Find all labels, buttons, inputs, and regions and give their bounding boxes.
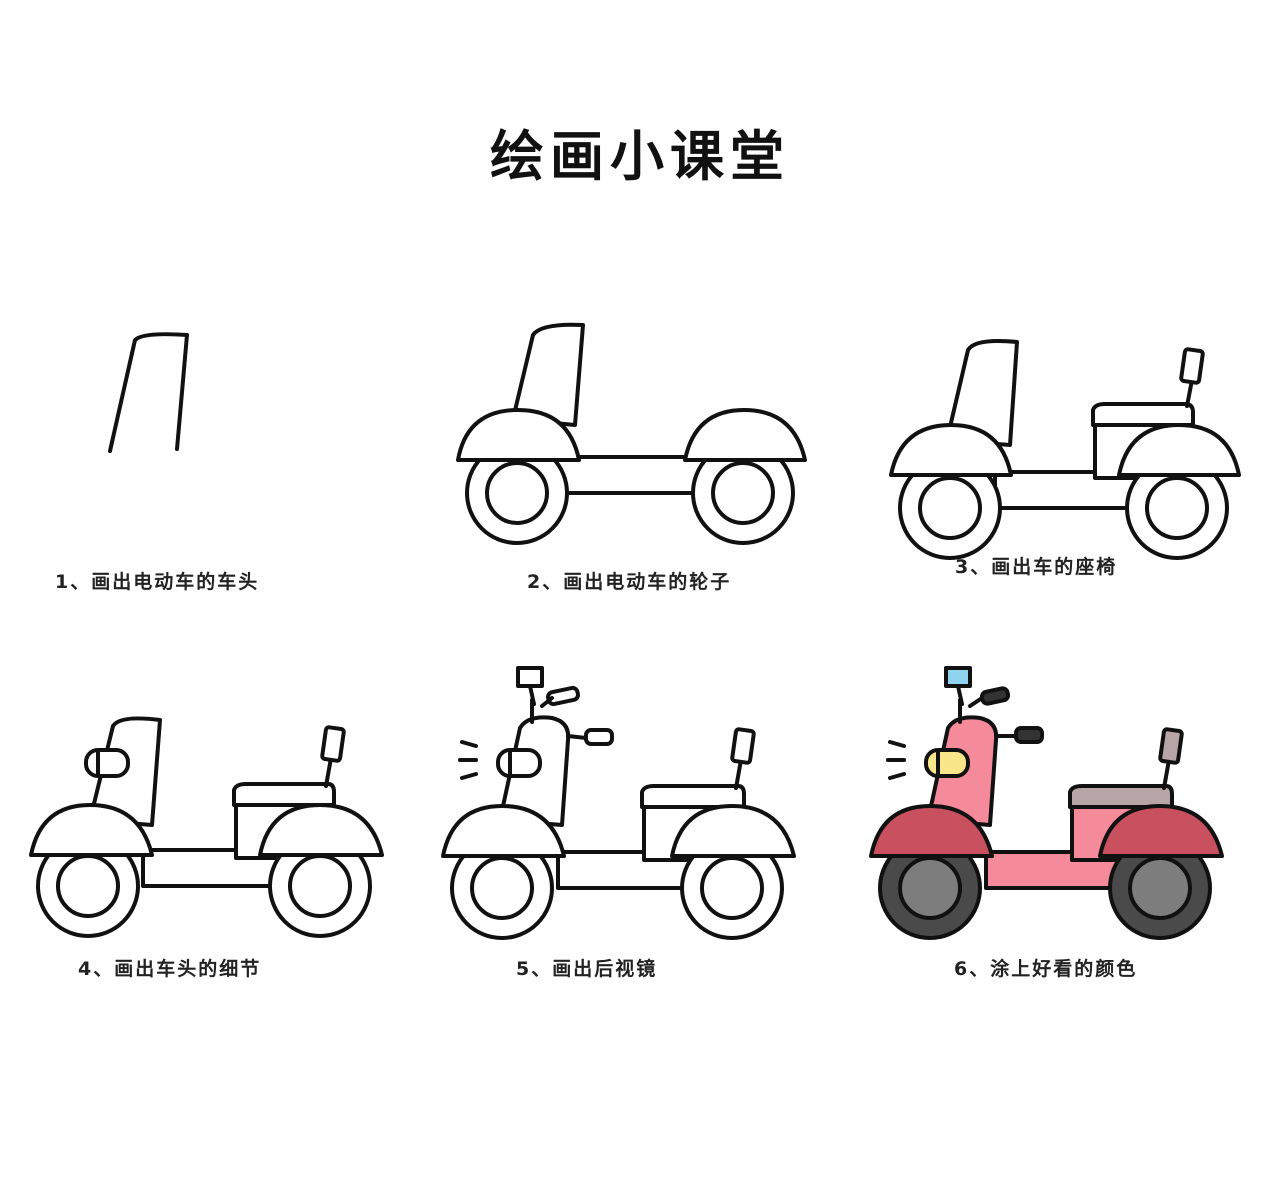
- rear-fender: [258, 803, 384, 857]
- headlight: [84, 748, 130, 778]
- light-ray-3: [460, 772, 478, 780]
- seat-cushion: [1091, 402, 1195, 427]
- step-3: 3、画出车的座椅: [885, 330, 1280, 630]
- front-fender: [869, 804, 994, 858]
- rear-fender: [683, 408, 807, 462]
- step-5-caption: 5、画出后视镜: [516, 958, 658, 980]
- rear-wheel-hub: [700, 856, 764, 920]
- handle-link-1: [540, 696, 554, 708]
- step-3-drawing: [889, 339, 1241, 560]
- handle-2: [1014, 726, 1044, 744]
- light-ray-1: [888, 740, 906, 748]
- front-fender: [441, 804, 566, 858]
- handle-2: [584, 728, 614, 746]
- mirror-1: [516, 666, 544, 688]
- page-title: 绘画小课堂: [490, 125, 790, 188]
- light-ray-3: [888, 772, 906, 780]
- seat-cushion: [232, 782, 336, 807]
- step-2-drawing: [456, 322, 807, 545]
- front-wheel-hub: [56, 854, 120, 918]
- rear-wheel-hub: [288, 854, 352, 918]
- scooter-front-outline: [108, 332, 189, 453]
- rear-plate: [730, 727, 756, 765]
- scooter-frame: [553, 455, 707, 495]
- rear-post: [1185, 378, 1194, 408]
- mirror-1: [944, 666, 972, 688]
- step-4: 4、画出车头的细节: [28, 710, 428, 1010]
- front-fender: [456, 408, 581, 462]
- scooter-front-body: [511, 322, 585, 427]
- light-ray-1: [460, 740, 478, 748]
- step-4-caption: 4、画出车头的细节: [78, 958, 262, 980]
- rear-wheel-hub: [711, 461, 775, 525]
- front-wheel-hub: [898, 856, 962, 920]
- step-5-drawing: [441, 666, 796, 940]
- step-6: 6、涂上好看的颜色: [868, 660, 1268, 980]
- rear-post: [734, 758, 743, 790]
- rear-fender: [1117, 423, 1241, 477]
- headlight: [924, 748, 970, 778]
- step-4-drawing: [29, 716, 384, 938]
- front-wheel-hub: [470, 856, 534, 920]
- headlight: [496, 748, 542, 778]
- scooter-front-body: [945, 339, 1019, 447]
- front-fender: [889, 423, 1013, 477]
- step-6-caption: 6、涂上好看的颜色: [954, 958, 1138, 980]
- front-wheel-hub: [918, 476, 982, 540]
- rear-fender: [1098, 804, 1224, 858]
- step-6-drawing: [869, 666, 1224, 940]
- rear-post: [324, 756, 333, 788]
- rear-fender: [670, 804, 796, 858]
- step-1-drawing: [108, 332, 189, 453]
- rear-plate: [320, 725, 346, 763]
- front-wheel-hub: [485, 461, 549, 525]
- step-1-caption: 1、画出电动车的车头: [55, 571, 260, 593]
- mirror-arm-1: [956, 684, 964, 706]
- step-2: 2、画出电动车的轮子: [455, 315, 855, 615]
- seat-cushion: [640, 784, 746, 809]
- rear-plate: [1179, 347, 1205, 385]
- seat-cushion: [1068, 784, 1174, 809]
- rear-plate: [1158, 727, 1184, 765]
- handle-link-1: [968, 696, 984, 708]
- rear-wheel-hub: [1145, 476, 1209, 540]
- handle-1: [979, 686, 1011, 706]
- rear-wheel-hub: [1128, 856, 1192, 920]
- step-3-caption: 3、画出车的座椅: [955, 556, 1118, 578]
- front-fender: [29, 803, 154, 857]
- scooter-frame: [141, 848, 295, 888]
- step-5: 5、画出后视镜: [440, 660, 840, 980]
- step-2-caption: 2、画出电动车的轮子: [527, 571, 732, 593]
- handle-link-2: [566, 734, 588, 740]
- rear-post: [1162, 758, 1171, 790]
- mirror-arm-1: [528, 684, 536, 706]
- step-1: 1、画出电动车的车头: [55, 315, 455, 615]
- handle-1: [546, 685, 580, 707]
